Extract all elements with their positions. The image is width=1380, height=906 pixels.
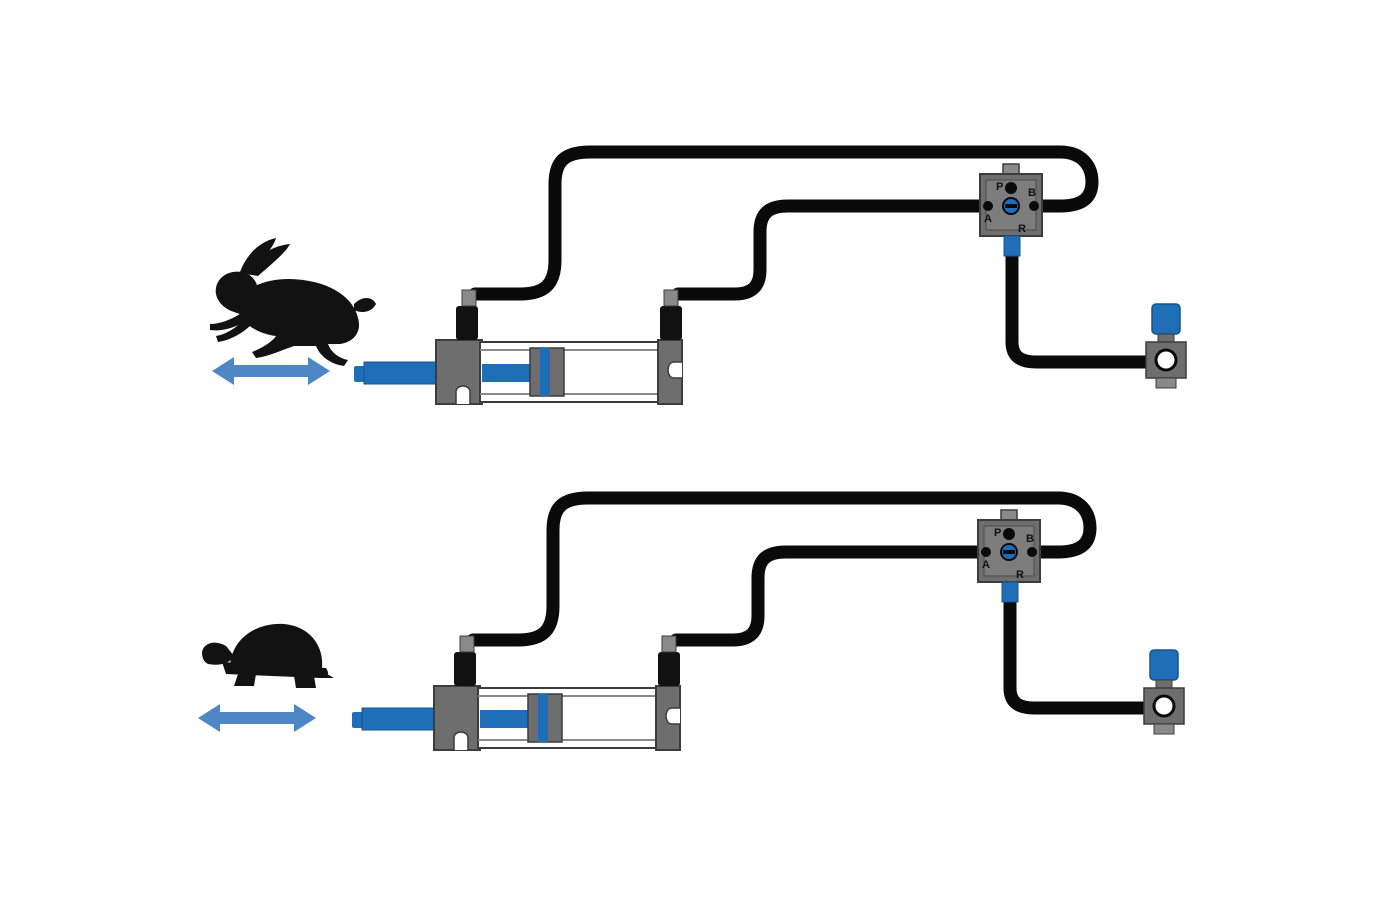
double-arrow-icon: [212, 357, 330, 385]
rabbit-icon: [210, 238, 376, 366]
port-label-b: B: [1026, 533, 1034, 545]
turtle-icon: [202, 623, 334, 688]
port-label-r: R: [1018, 223, 1026, 235]
port-label-b: B: [1028, 187, 1036, 199]
speed-row-fast: P A B R: [210, 152, 1186, 404]
port-label-p: P: [996, 181, 1003, 193]
port-label-a: A: [984, 213, 992, 225]
double-arrow-icon: [198, 704, 316, 732]
port-label-a: A: [982, 559, 990, 571]
port-label-p: P: [994, 527, 1001, 539]
speed-row-slow: P A B R: [198, 498, 1184, 750]
port-label-r: R: [1016, 569, 1024, 581]
